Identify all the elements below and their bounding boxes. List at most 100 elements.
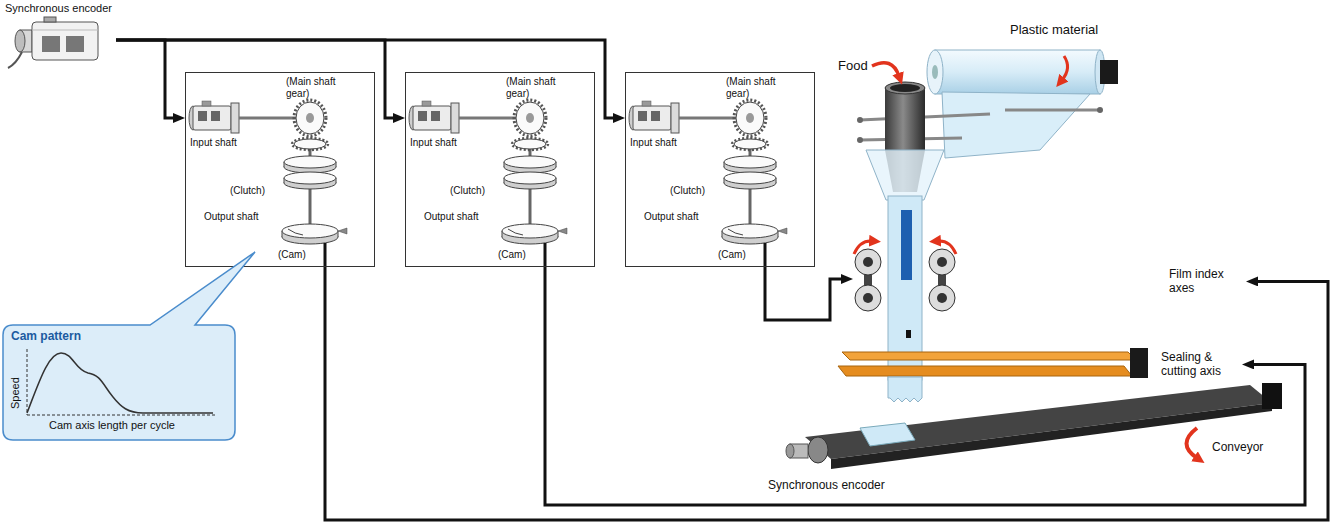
encoder-icon	[32, 30, 98, 31]
film-rollers	[929, 249, 955, 275]
film-sheet	[857, 137, 863, 143]
node-text: Input shaft	[630, 137, 677, 149]
node-text: Output shaft	[204, 211, 258, 223]
part-label: Conveyor	[1212, 440, 1263, 454]
node-text: (Cam)	[718, 249, 746, 261]
encoder-icon	[32, 22, 98, 60]
film-sheet	[1005, 109, 1100, 112]
node-text: Cam pattern	[11, 329, 81, 343]
node-text: Sealing & cutting axis	[1161, 350, 1239, 379]
conveyor-belt	[786, 444, 794, 458]
film-rollers	[929, 285, 955, 311]
node-text: Synchronous encoder	[5, 2, 112, 15]
connector-line	[116, 40, 617, 118]
film-roll	[932, 65, 938, 79]
cam-module-art	[189, 100, 347, 267]
part-label: Synchronous encoder	[768, 478, 885, 492]
film-rollers	[854, 241, 956, 311]
conveyor-belt	[1187, 428, 1198, 458]
node-text: Output shaft	[644, 211, 698, 223]
sealing-bars	[1130, 348, 1148, 378]
node-text: (Clutch)	[670, 185, 705, 197]
sealing-bars	[888, 377, 922, 402]
chart-axis	[27, 349, 28, 415]
node-text: Speed	[9, 377, 22, 409]
film-sheet	[857, 117, 863, 123]
encoder-unit: Synchronous encoder	[3, 2, 116, 64]
encoder-icon	[15, 30, 25, 52]
conveyor-belt	[805, 385, 1272, 459]
connector-line	[116, 40, 397, 118]
sealing-bars	[842, 352, 1136, 360]
film-tube	[906, 330, 911, 338]
film-roll	[1100, 60, 1118, 84]
node-text: Film index axes	[1169, 267, 1243, 296]
part-label: Plastic material	[1010, 22, 1098, 38]
node-text: Output shaft	[424, 211, 478, 223]
film-rollers	[937, 293, 947, 303]
film-rollers	[854, 241, 872, 254]
conveyor-belt	[808, 437, 828, 463]
cam-module-art	[189, 100, 787, 267]
film-rollers	[855, 249, 881, 275]
encoder-icon	[8, 17, 98, 68]
node-text: (Clutch)	[230, 185, 265, 197]
food-funnel	[885, 88, 925, 150]
food-funnel	[885, 82, 925, 94]
conveyor-belt	[860, 423, 915, 446]
cam-speed-curve	[27, 353, 213, 413]
node-text: (Main shaft gear)	[286, 76, 352, 100]
cam-module-art	[629, 100, 787, 267]
chart-axis	[27, 415, 215, 416]
callout-bubble: Cam patternSpeedCam axis length per cycl…	[3, 325, 235, 440]
encoder-icon	[8, 52, 22, 68]
film-rollers	[863, 257, 873, 267]
film-roll	[927, 50, 1118, 94]
film-roll	[1062, 56, 1068, 80]
connector-line	[116, 40, 177, 118]
node-text: (Main shaft gear)	[726, 76, 792, 100]
food-funnel	[872, 63, 899, 76]
encoder-icon	[42, 36, 60, 52]
film-tube	[901, 210, 912, 280]
film-rollers	[937, 257, 947, 267]
film-rollers	[863, 293, 873, 303]
conveyor-belt	[786, 383, 1282, 469]
axis-label-node: Film index axes	[1166, 264, 1246, 299]
film-roll	[927, 50, 943, 94]
food-funnel	[866, 150, 944, 200]
connector-line	[325, 267, 1328, 520]
axis-label-node: Sealing & cutting axis	[1158, 347, 1242, 382]
sealing-bars	[838, 366, 1132, 376]
node-text: (Cam)	[278, 249, 306, 261]
connector-line	[545, 267, 1305, 505]
sealing-bars	[838, 348, 1148, 402]
film-rollers	[855, 285, 881, 311]
conveyor-belt	[831, 403, 1272, 469]
cam-module-box: Input shaft(Main shaft gear)(Clutch)Outp…	[185, 72, 375, 267]
film-sheet	[1097, 107, 1103, 113]
node-text: (Cam)	[498, 249, 526, 261]
cam-output-wire	[765, 267, 845, 320]
conveyor-belt	[1262, 383, 1282, 409]
food-funnel	[890, 84, 920, 92]
node-text: (Clutch)	[450, 185, 485, 197]
film-rollers	[938, 241, 956, 254]
node-text: Input shaft	[410, 137, 457, 149]
cam-output-wire	[765, 267, 845, 320]
film-sheet	[942, 92, 1090, 158]
node-text: (Main shaft gear)	[506, 76, 572, 100]
callout-shape	[3, 252, 255, 440]
part-label: Food	[838, 58, 868, 74]
encoder-icon	[66, 36, 84, 52]
cam-module-box: Input shaft (Main shaft gear) (Clutch) Outp…	[405, 72, 595, 267]
encoder-icon	[44, 17, 56, 22]
node-text: Cam axis length per cycle	[49, 419, 175, 432]
food-funnel	[866, 63, 944, 200]
film-roll	[935, 50, 1100, 94]
cam-module-art	[409, 100, 567, 267]
cam-module-box: Input shaft (Main shaft gear) (Clutch) Outp…	[625, 72, 815, 267]
